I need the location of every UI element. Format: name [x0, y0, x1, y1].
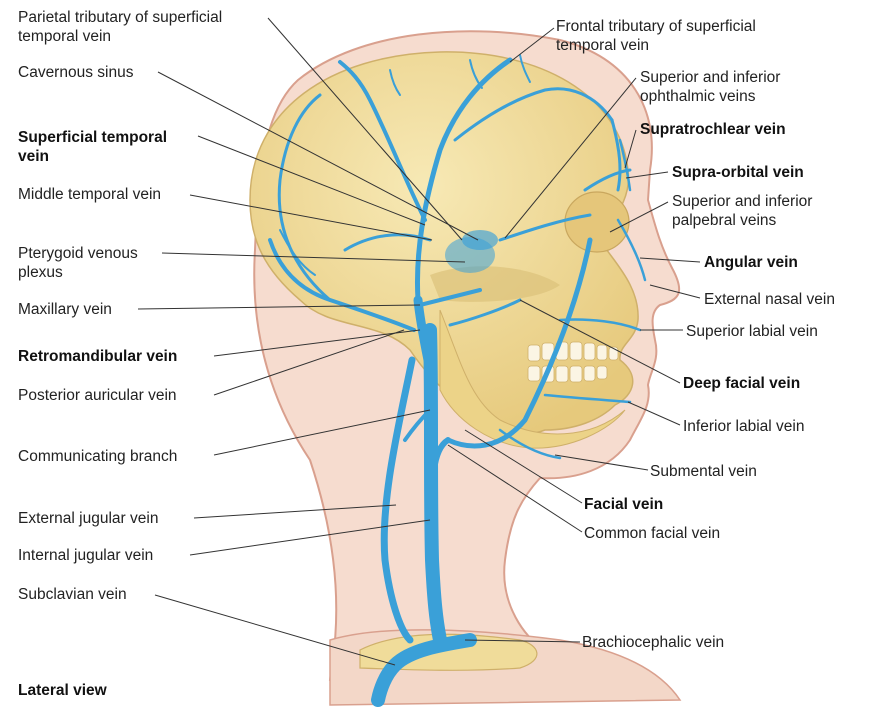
label-cavernous-sinus: Cavernous sinus	[18, 63, 133, 82]
label-facial-vein: Facial vein	[584, 495, 663, 514]
figure-caption: Lateral view	[18, 682, 107, 700]
label-superior-labial-vein: Superior labial vein	[686, 322, 818, 341]
label-deep-facial-vein: Deep facial vein	[683, 374, 800, 393]
label-communicating-branch: Communicating branch	[18, 447, 177, 466]
label-angular-vein: Angular vein	[704, 253, 798, 272]
label-supratrochlear-vein: Supratrochlear vein	[640, 120, 786, 139]
label-middle-temporal-vein: Middle temporal vein	[18, 185, 161, 204]
label-subclavian-vein: Subclavian vein	[18, 585, 127, 604]
label-internal-jugular-vein: Internal jugular vein	[18, 546, 153, 565]
label-maxillary-vein: Maxillary vein	[18, 300, 112, 319]
label-retromandibular-vein: Retromandibular vein	[18, 347, 177, 366]
label-external-nasal-vein: External nasal vein	[704, 290, 835, 309]
label-supra-orbital-vein: Supra-orbital vein	[672, 163, 804, 182]
label-submental-vein: Submental vein	[650, 462, 757, 481]
label-external-jugular-vein: External jugular vein	[18, 509, 158, 528]
label-brachiocephalic-vein: Brachiocephalic vein	[582, 633, 724, 652]
label-common-facial-vein: Common facial vein	[584, 524, 720, 543]
label-posterior-auricular-vein: Posterior auricular vein	[18, 386, 177, 405]
label-inferior-labial-vein: Inferior labial vein	[683, 417, 804, 436]
